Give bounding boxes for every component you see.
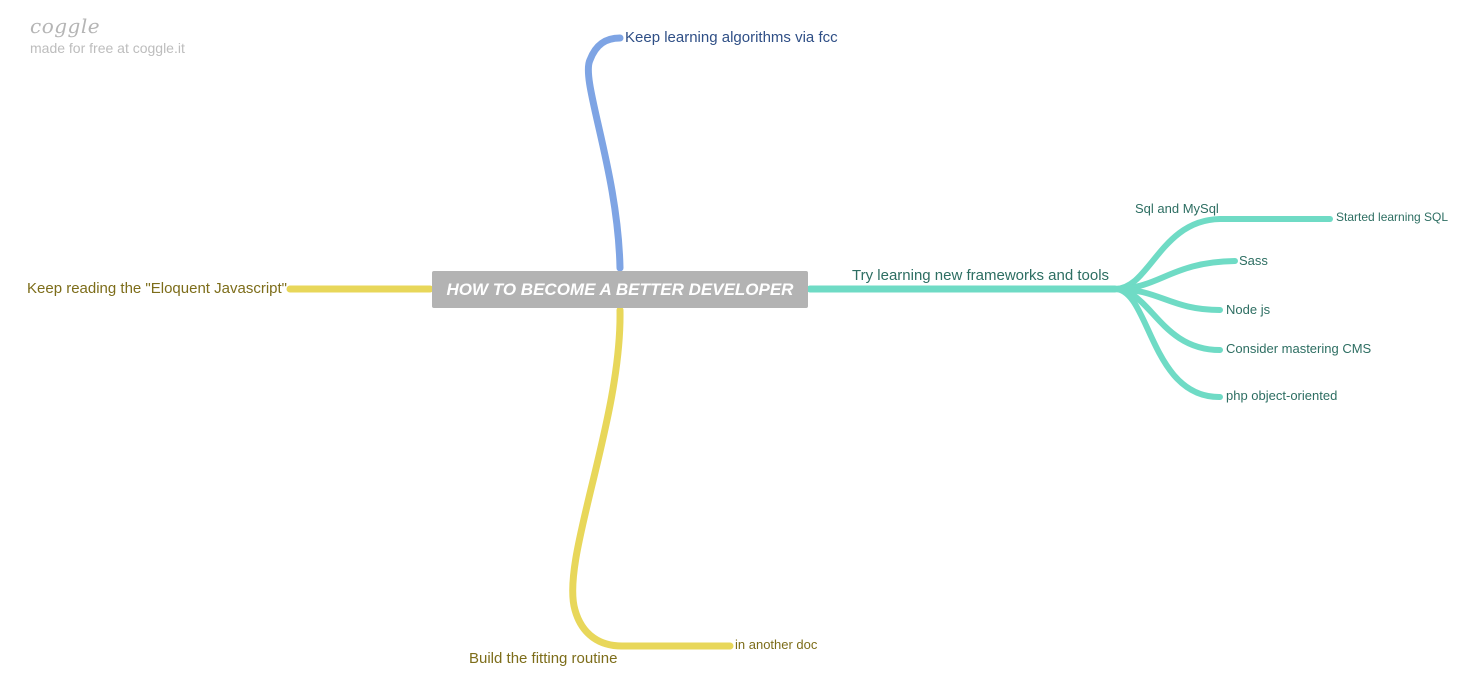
coggle-brand: coggle made for free at coggle.it [30, 14, 185, 56]
node-algorithms[interactable]: Keep learning algorithms via fcc [625, 29, 838, 46]
node-cms[interactable]: Consider mastering CMS [1226, 341, 1372, 356]
node-sql-child[interactable]: Started learning SQL [1336, 210, 1449, 224]
node-frameworks[interactable]: Try learning new frameworks and tools [852, 267, 1110, 284]
branch-routine-line [569, 306, 626, 650]
branch-php-line [1112, 286, 1223, 401]
central-node[interactable]: HOW TO BECOME A BETTER DEVELOPER [432, 271, 808, 308]
coggle-tagline: made for free at coggle.it [30, 40, 185, 56]
branch-algorithms-line [584, 34, 624, 272]
node-routine-child[interactable]: in another doc [735, 637, 818, 652]
branch-sass-line [1112, 258, 1238, 292]
node-sass[interactable]: Sass [1239, 253, 1268, 268]
coggle-logo: coggle [30, 14, 101, 38]
node-node-js[interactable]: Node js [1226, 302, 1271, 317]
node-php[interactable]: php object-oriented [1226, 388, 1338, 403]
node-sql[interactable]: Sql and MySql [1135, 201, 1219, 216]
node-reading[interactable]: Keep reading the "Eloquent Javascript" [27, 280, 287, 297]
node-routine[interactable]: Build the fitting routine [469, 650, 618, 667]
